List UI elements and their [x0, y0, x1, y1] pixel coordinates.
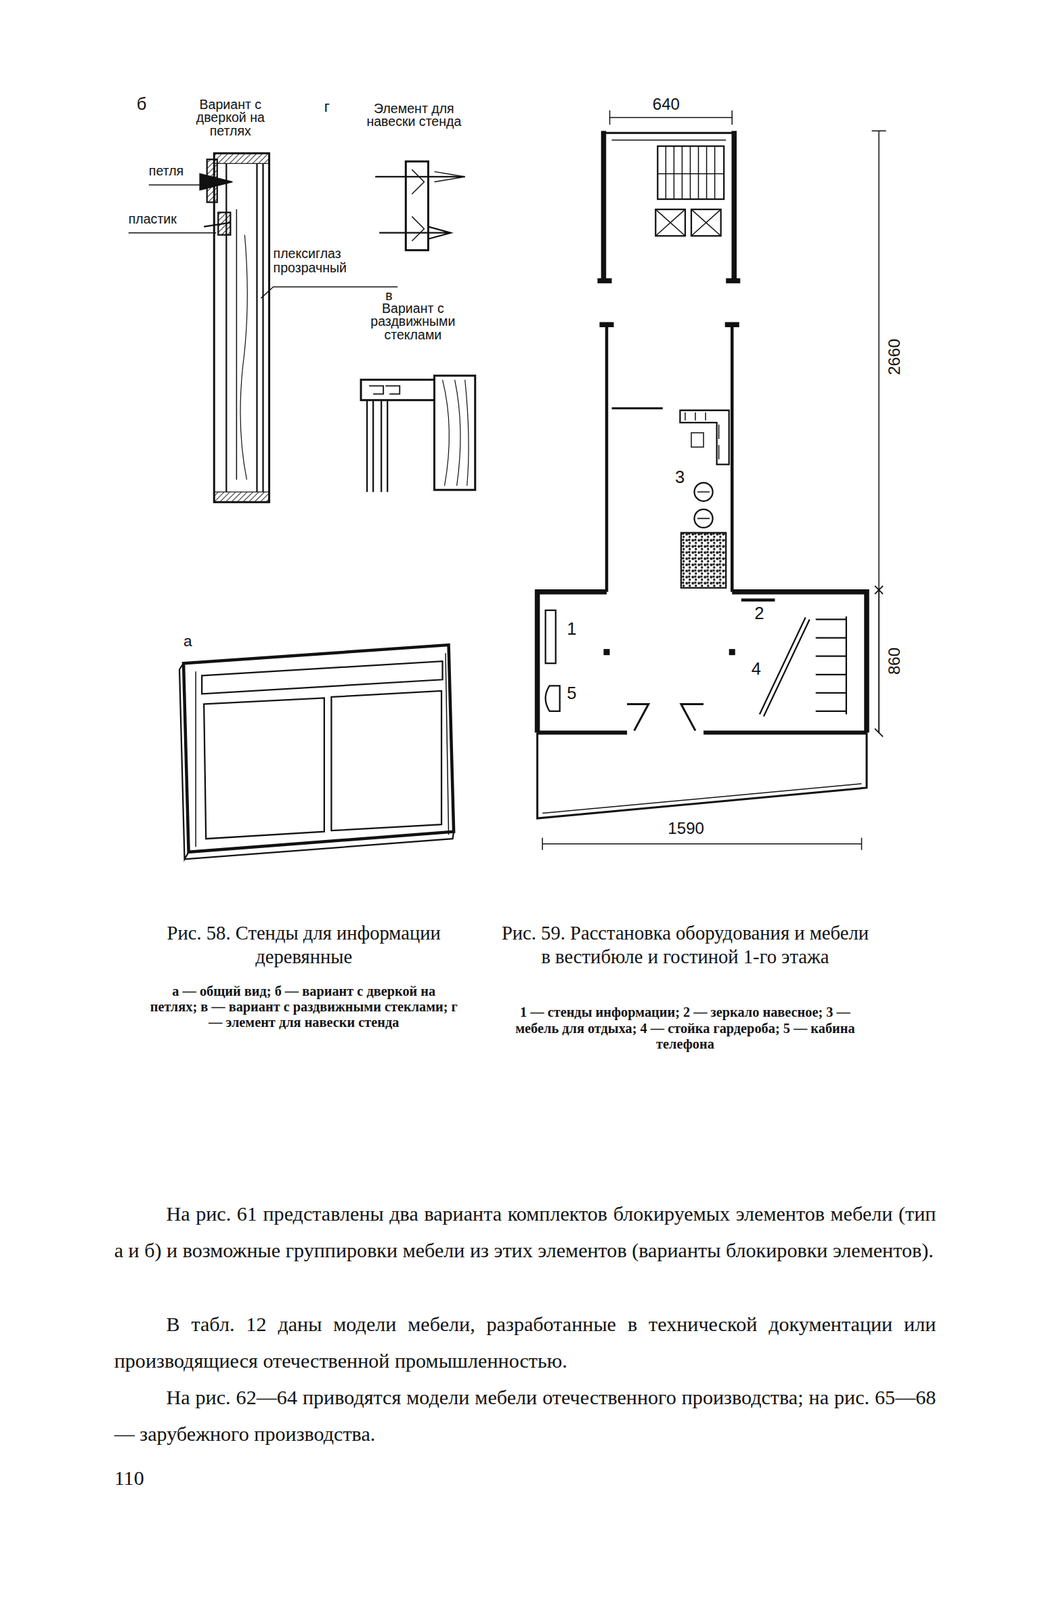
armchair-seat [697, 491, 710, 518]
text-block: Рис. 58. Стенды для информации деревянны… [148, 921, 460, 969]
stand-section [213, 153, 269, 502]
callout-label: Вариант с дверкой на петлях [179, 98, 282, 139]
glass-line [236, 209, 238, 480]
partition [612, 406, 663, 409]
callout-label: Элемент для навески стенда [352, 102, 476, 129]
screw-symbol [375, 176, 466, 178]
wardrobe-rack [815, 616, 847, 715]
wood-grain [240, 234, 248, 480]
stair-steps [657, 146, 724, 200]
hanging-notch [411, 169, 424, 241]
slide-groove [369, 385, 400, 395]
text-block: На рис. 62—64 приводятся модели мебели о… [114, 1378, 937, 1452]
callout-label: пластик [128, 211, 177, 227]
callout-label: 2660 [884, 338, 904, 376]
mirror-symbol [741, 598, 776, 602]
callout-label: 5 [566, 683, 577, 703]
wall [537, 591, 867, 733]
leader-line [261, 287, 399, 299]
callout-label: 2 [754, 603, 764, 623]
callout-label: 1 [566, 618, 577, 639]
door-symbol [626, 703, 704, 730]
planter-symbol [681, 532, 726, 588]
wood-block [434, 375, 476, 491]
wardrobe-counter [759, 616, 810, 716]
stand-header [201, 660, 443, 694]
text-block: Рис. 59. Расстановка оборудования и мебе… [499, 921, 871, 969]
callout-label: 1590 [667, 818, 705, 838]
screw-symbol [203, 222, 231, 227]
wall [603, 130, 734, 281]
callout-label: петля [148, 163, 184, 179]
callout-label: 860 [884, 647, 904, 675]
leader-line [128, 232, 217, 234]
hatched-rail [213, 153, 269, 164]
screw-symbol [379, 226, 451, 240]
stand-profile [226, 163, 263, 492]
stand-inner-edge [195, 652, 449, 847]
wall [537, 730, 867, 735]
callout-label: г [324, 98, 330, 116]
table-symbol [691, 432, 704, 447]
callout-label: а [183, 632, 193, 650]
stand-frame [183, 644, 454, 852]
screw-symbol [199, 173, 233, 190]
text-block: 1 — стенды информации; 2 — зеркало навес… [499, 1004, 871, 1052]
leader-line [148, 184, 208, 186]
callout-label: б [136, 94, 147, 114]
wall-end [597, 278, 741, 284]
wall [612, 139, 727, 141]
screw-symbol [434, 171, 466, 182]
info-stand-symbol [545, 610, 556, 663]
wood-grain [442, 379, 470, 487]
dimension-line [874, 589, 883, 737]
callout-label: в [385, 287, 393, 304]
stair-symbol [657, 146, 724, 200]
text-block: 110 [114, 1465, 145, 1490]
lift-cross [655, 209, 721, 236]
wall-end [599, 321, 739, 328]
callout-label: 4 [751, 658, 762, 679]
sofa-symbol [679, 410, 729, 465]
hatched-rail [213, 491, 269, 502]
column-symbol [603, 648, 610, 655]
dimension-line [872, 130, 887, 590]
column-symbol [729, 648, 736, 655]
callout-label: Вариант с раздвижными стеклами [344, 301, 482, 342]
stand-panel [203, 697, 325, 839]
text-block: В табл. 12 даны модели мебели, разработа… [114, 1305, 937, 1379]
callout-label: 3 [675, 467, 685, 487]
sofa-seat [685, 412, 720, 460]
text-block: На рис. 61 представлены два варианта ком… [114, 1195, 937, 1269]
hanging-block [405, 161, 428, 250]
stand-panel [331, 690, 442, 831]
dimension-line [542, 837, 862, 850]
phone-booth-symbol [545, 685, 560, 711]
glass-lines [366, 400, 388, 493]
callout-label: плексиглаз прозрачный [273, 246, 403, 275]
terrace-edge [542, 783, 862, 814]
slide-profile [360, 379, 435, 401]
terrace-edge [537, 732, 867, 818]
wall [603, 132, 734, 135]
text-block: а — общий вид; б — вариант с дверкой на … [148, 983, 460, 1031]
callout-label: 640 [652, 94, 680, 114]
wall [606, 324, 732, 592]
